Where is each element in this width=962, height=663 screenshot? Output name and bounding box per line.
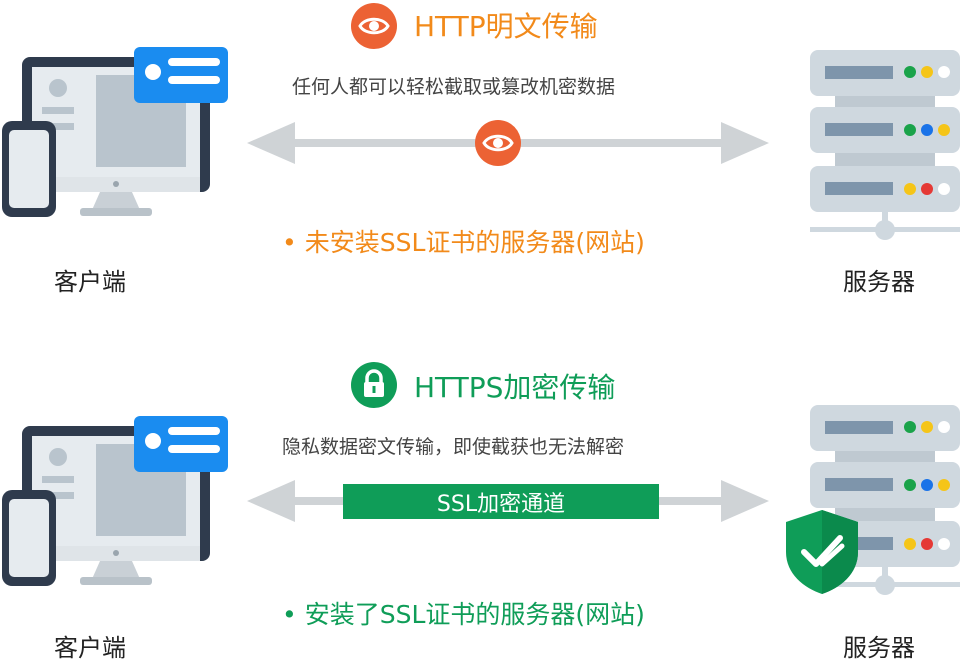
https-subtitle: 隐私数据密文传输，即使截获也无法解密 (282, 436, 625, 458)
mobile-phone-icon (2, 490, 56, 586)
http-subtitle: 任何人都可以轻松截取或篡改机密数据 (292, 76, 616, 98)
mobile-phone-icon (2, 121, 56, 217)
https-note-text: 安装了SSL证书的服务器(网站) (304, 600, 645, 629)
ssl-channel-bar: SSL加密通道 (343, 484, 659, 519)
https-client-label: 客户端 (54, 634, 126, 662)
http-server-label: 服务器 (843, 268, 915, 296)
server-rack-icon (810, 50, 960, 240)
http-client-label: 客户端 (54, 268, 126, 296)
intercept-eye-icon (475, 120, 521, 166)
https-title: HTTPS加密传输 (414, 371, 616, 404)
http-note: • 未安装SSL证书的服务器(网站) (282, 223, 645, 259)
chat-card-icon (134, 416, 228, 472)
ssl-channel-label: SSL加密通道 (436, 491, 566, 517)
http-title: HTTP明文传输 (414, 10, 598, 43)
http-eye-icon (351, 3, 397, 49)
https-note: • 安装了SSL证书的服务器(网站) (282, 595, 645, 631)
https-lock-icon (351, 362, 397, 408)
chat-card-icon (134, 47, 228, 103)
http-client-illustration (2, 47, 228, 217)
https-client-illustration (2, 416, 228, 586)
http-server-illustration (810, 50, 960, 240)
bullet-dot: • (282, 600, 297, 629)
shield-check-icon (786, 510, 858, 594)
http-note-text: 未安装SSL证书的服务器(网站) (304, 228, 645, 257)
https-server-label: 服务器 (843, 634, 915, 662)
bullet-dot: • (282, 228, 297, 257)
